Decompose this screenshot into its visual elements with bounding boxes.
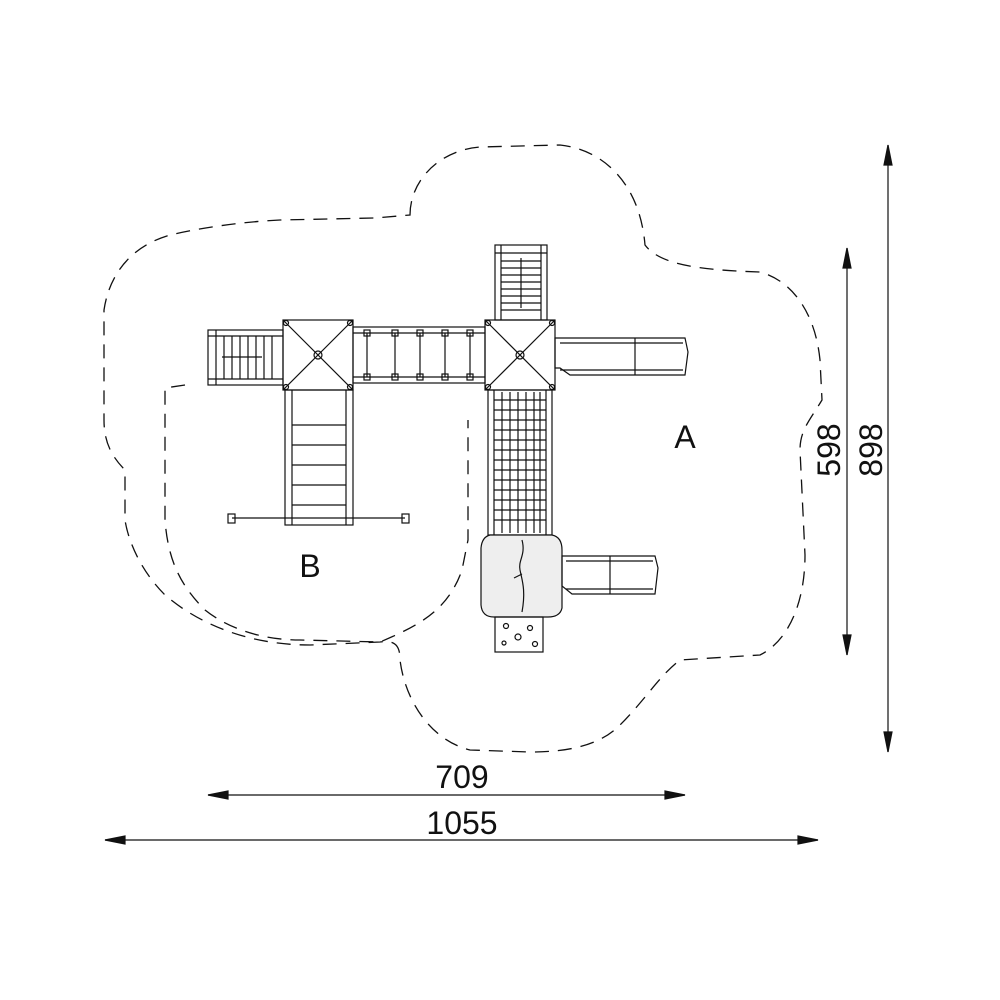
inner-width-label: 709 bbox=[435, 759, 488, 795]
zone-b-boundary bbox=[164, 384, 469, 643]
left-ladder bbox=[227, 389, 410, 526]
lower-platform bbox=[480, 534, 563, 618]
lower-right-slide bbox=[561, 555, 659, 595]
width-dimensions bbox=[104, 790, 819, 845]
outer-width-label: 1055 bbox=[426, 805, 497, 841]
left-stairs bbox=[207, 329, 284, 386]
inner-height-label: 598 bbox=[811, 423, 847, 476]
climbing-wall bbox=[494, 616, 544, 653]
height-dimensions bbox=[842, 144, 893, 753]
zone-a-label: A bbox=[674, 419, 696, 455]
bridge bbox=[352, 326, 486, 384]
climbing-net bbox=[487, 389, 553, 536]
outer-height-label: 898 bbox=[853, 423, 889, 476]
left-tower bbox=[282, 319, 354, 391]
play-structure bbox=[207, 244, 689, 653]
right-tower bbox=[484, 319, 556, 391]
safety-zone-outer-boundary bbox=[103, 144, 823, 753]
zone-b-label: B bbox=[299, 548, 320, 584]
upper-right-slide bbox=[554, 337, 689, 376]
top-stairs bbox=[494, 244, 548, 321]
